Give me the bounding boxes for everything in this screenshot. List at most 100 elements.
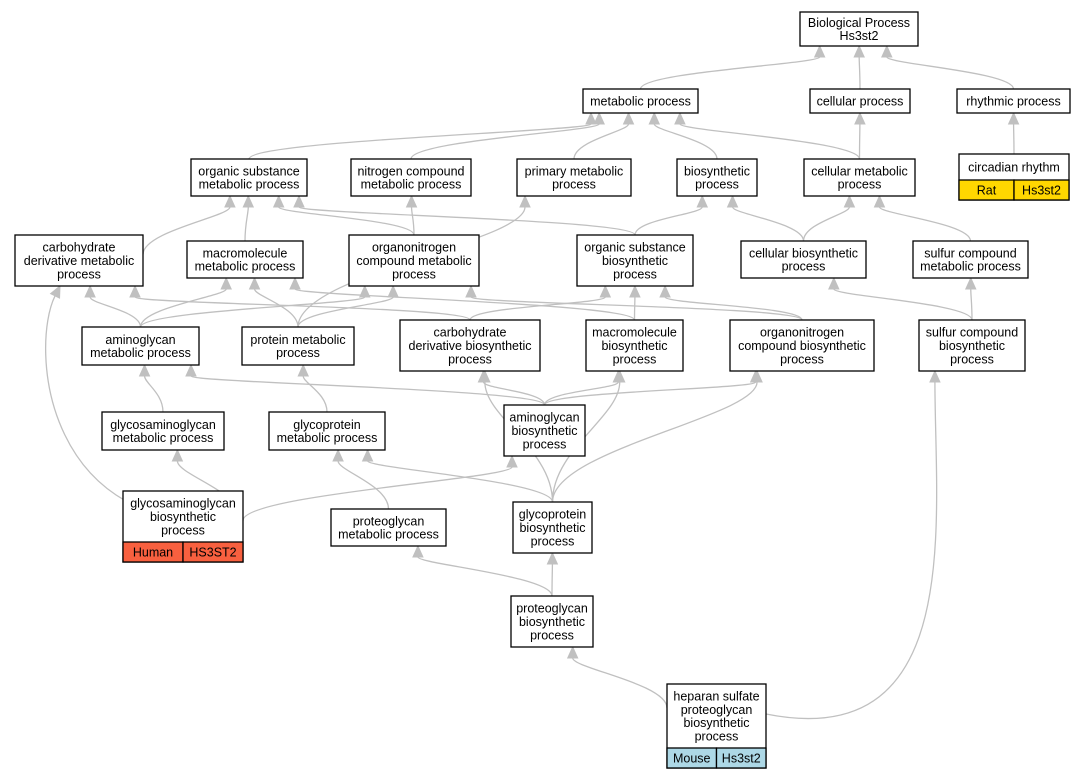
arrowhead-aminoglycan_met-to-organonitrogen_met: [358, 284, 371, 298]
node-label-line: heparan sulfate: [673, 690, 759, 704]
node-label-line: derivative biosynthetic: [409, 339, 532, 353]
edge-gag_met-to-aminoglycan_met: [143, 375, 164, 413]
arrowhead-protein_met-to-organonitrogen_met: [387, 284, 399, 298]
edge-sulfur_bios-to-cellular_bios: [833, 288, 973, 321]
go-term-node-rhythmic[interactable]: rhythmic process: [956, 88, 1071, 114]
node-box: [350, 158, 472, 197]
arrowhead-organic_sub_bios-to-biosynthetic: [696, 194, 709, 208]
arrowhead-gag_bios-to-carb_deriv_met: [49, 284, 61, 299]
node-label-line: process: [780, 352, 824, 366]
gene-symbol: HS3ST2: [189, 546, 236, 560]
node-box: [516, 158, 632, 197]
node-label-line: glycosaminoglycan: [110, 418, 216, 432]
arrowhead-organic_sub_bios-to-organic_sub_met: [293, 194, 305, 208]
node-label-line: Biological Process: [808, 16, 910, 30]
edge-biosynthetic-to-metabolic: [653, 123, 718, 160]
edge-glycoprotein_met-to-protein_met: [302, 375, 328, 413]
node-label-line: process: [838, 178, 882, 192]
node-label-line: derivative metabolic: [24, 254, 134, 268]
species-name: Mouse: [673, 752, 711, 766]
node-label-line: Hs3st2: [840, 29, 879, 43]
node-label-line: compound biosynthetic: [738, 339, 866, 353]
node-label-line: process: [613, 267, 657, 281]
arrowhead-proteoglycan_met-to-glycoprotein_met: [332, 448, 344, 462]
arrowhead-cellular_met-to-cellular: [854, 111, 866, 125]
edge-organonitrogen_bios-to-organic_sub_bios: [664, 296, 803, 321]
node-label-line: cellular biosynthetic: [749, 246, 858, 260]
node-box: [348, 234, 480, 287]
node-box: [799, 11, 919, 47]
node-label-line: sulfur compound: [926, 326, 1018, 340]
node-label-line: process: [950, 352, 994, 366]
go-term-node-metabolic[interactable]: metabolic process: [582, 88, 699, 114]
node-label-line: metabolic process: [90, 346, 191, 360]
node-label-line: process: [782, 260, 826, 274]
node-box: [186, 240, 304, 279]
node-label-line: carbohydrate: [43, 241, 116, 255]
arrowhead-aminoglycan_met-to-carb_deriv_met: [84, 284, 96, 298]
arrowhead-metabolic-to-bp: [813, 44, 826, 58]
arrowhead-proteoglycan_bios-to-proteoglycan_met: [412, 544, 424, 558]
arrowhead-organonitrogen_met-to-organic_sub_met: [272, 194, 285, 208]
arrowhead-carb_deriv_bios-to-carb_deriv_met: [129, 284, 141, 298]
node-label-line: organonitrogen: [760, 326, 844, 340]
node-label-line: biosynthetic: [511, 424, 577, 438]
node-label-line: process: [530, 628, 574, 642]
edge-glycoprotein_bios-to-glycoprotein_met: [366, 460, 554, 503]
arrowhead-sulfur_bios-to-sulfur_met: [964, 276, 977, 290]
node-label-line: protein metabolic: [250, 333, 345, 347]
arrowhead-biosynthetic-to-metabolic: [648, 111, 661, 125]
node-label-line: rhythmic process: [966, 95, 1060, 109]
node-label-line: circadian rhythm: [968, 161, 1060, 175]
node-label-line: metabolic process: [113, 431, 214, 445]
node-label-line: process: [276, 346, 320, 360]
gene-cell: [182, 541, 244, 563]
arrowhead-organonitrogen_bios-to-organonitrogen_met: [465, 284, 477, 298]
edge-glycoprotein_bios-to-macromol_bios: [551, 381, 621, 503]
edge-proteoglycan_bios-to-proteoglycan_met: [417, 556, 553, 597]
node-label-line: macromolecule: [203, 246, 288, 260]
go-term-node-cellular[interactable]: cellular process: [809, 88, 911, 114]
node-box: [268, 411, 386, 451]
node-label-line: glycoprotein: [293, 418, 360, 432]
arrowhead-protein_met-to-primary_met: [519, 194, 531, 208]
go-term-node-heparan[interactable]: heparan sulfateproteoglycanbiosyntheticp…: [666, 683, 767, 769]
arrowhead-gag_bios-to-gag_met: [171, 448, 184, 462]
node-box: [81, 326, 200, 366]
arrowhead-macromol_bios-to-organic_sub_bios: [629, 284, 641, 298]
edge-nitrogen_met-to-metabolic: [410, 123, 600, 160]
node-label-line: proteoglycan: [681, 703, 753, 717]
node-box: [190, 158, 308, 197]
arrowhead-cellular-to-bp: [853, 44, 865, 58]
arrowhead-aminoglycan_met-to-macromol_met: [220, 276, 232, 290]
node-label-line: process: [448, 352, 492, 366]
arrowhead-gag_bios-to-aminoglycan_bios: [506, 454, 518, 468]
go-term-node-gag-bios[interactable]: glycosaminoglycanbiosyntheticprocessHuma…: [122, 490, 244, 563]
